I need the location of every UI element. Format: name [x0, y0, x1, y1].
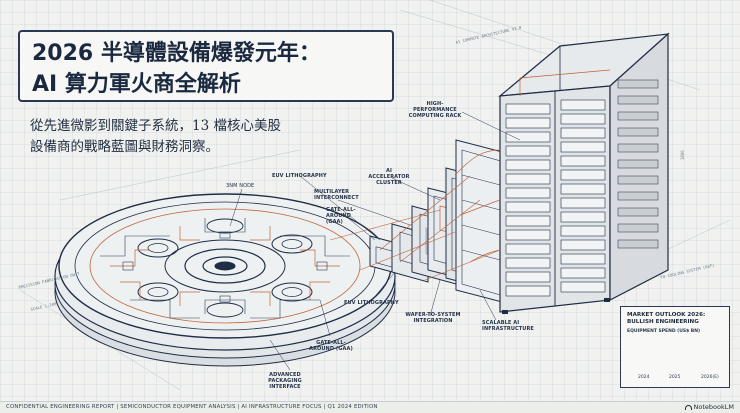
market-axis-label: EQUIPMENT SPEND (US$ BN): [627, 329, 701, 334]
subtitle: 從先進微影到關鍵子系統，13 檔核心美股 設備商的戰略藍圖與財務洞察。: [30, 116, 330, 158]
subtitle-line-2: 設備商的戰略藍圖與財務洞察。: [30, 139, 219, 155]
subtitle-line-1: 從先進微影到關鍵子系統，13 檔核心美股: [30, 118, 281, 134]
leader-lines: [229, 111, 521, 371]
market-x-2024: 2024: [638, 375, 650, 380]
callout-euv-top: EUV LITHOGRAPHY: [272, 173, 327, 179]
notebooklm-logo: NotebookLM: [684, 403, 734, 411]
footer-text: CONFIDENTIAL ENGINEERING REPORT | SEMICO…: [6, 404, 378, 410]
callout-packaging: ADVANCED PACKAGING INTERFACE: [268, 372, 302, 390]
footer-bar: CONFIDENTIAL ENGINEERING REPORT | SEMICO…: [0, 401, 740, 413]
title-line-1: 2026 半導體設備爆發元年：: [32, 41, 321, 66]
notebooklm-label: NotebookLM: [693, 403, 734, 411]
callout-wafer-to-system: WAFER-TO-SYSTEM INTEGRATION: [405, 312, 461, 324]
chip-layer-stack: [329, 139, 511, 305]
notebooklm-icon: [684, 404, 692, 410]
callout-scalable: SCALABLE AI INFRASTRUCTURE: [482, 320, 534, 332]
callout-ai-cluster: AI ACCELERATOR CLUSTER: [368, 168, 410, 186]
title-box: 2026 半導體設備爆發元年： AI 算力軍火商全解析: [18, 30, 394, 102]
market-x-2025: 2025: [669, 375, 681, 380]
market-x-2026: 2026(E): [701, 375, 719, 380]
title-line-2: AI 算力軍火商全解析: [32, 72, 241, 97]
wafer-disk: [54, 193, 396, 367]
label-dimension: 1800: [680, 150, 685, 160]
callout-gaa-bottom: GATE-ALL-AROUND (GAA): [309, 340, 353, 352]
callout-euv-bottom: EUV LITHOGRAPHY: [344, 300, 399, 306]
callout-hpc-rack: HIGH-PERFORMANCE COMPUTING RACK: [408, 101, 462, 119]
server-rack: [454, 32, 670, 314]
callout-node: 3nm NODE: [226, 183, 255, 189]
callout-multilayer: MULTILAYER INTERCONNECT: [314, 189, 359, 201]
callout-gaa-top: GATE-ALL-AROUND (GAA): [326, 207, 356, 225]
market-title: MARKET OUTLOOK 2026: BULLISH ENGINEERING: [627, 312, 706, 325]
market-outlook-box: MARKET OUTLOOK 2026: BULLISH ENGINEERING…: [620, 306, 730, 388]
